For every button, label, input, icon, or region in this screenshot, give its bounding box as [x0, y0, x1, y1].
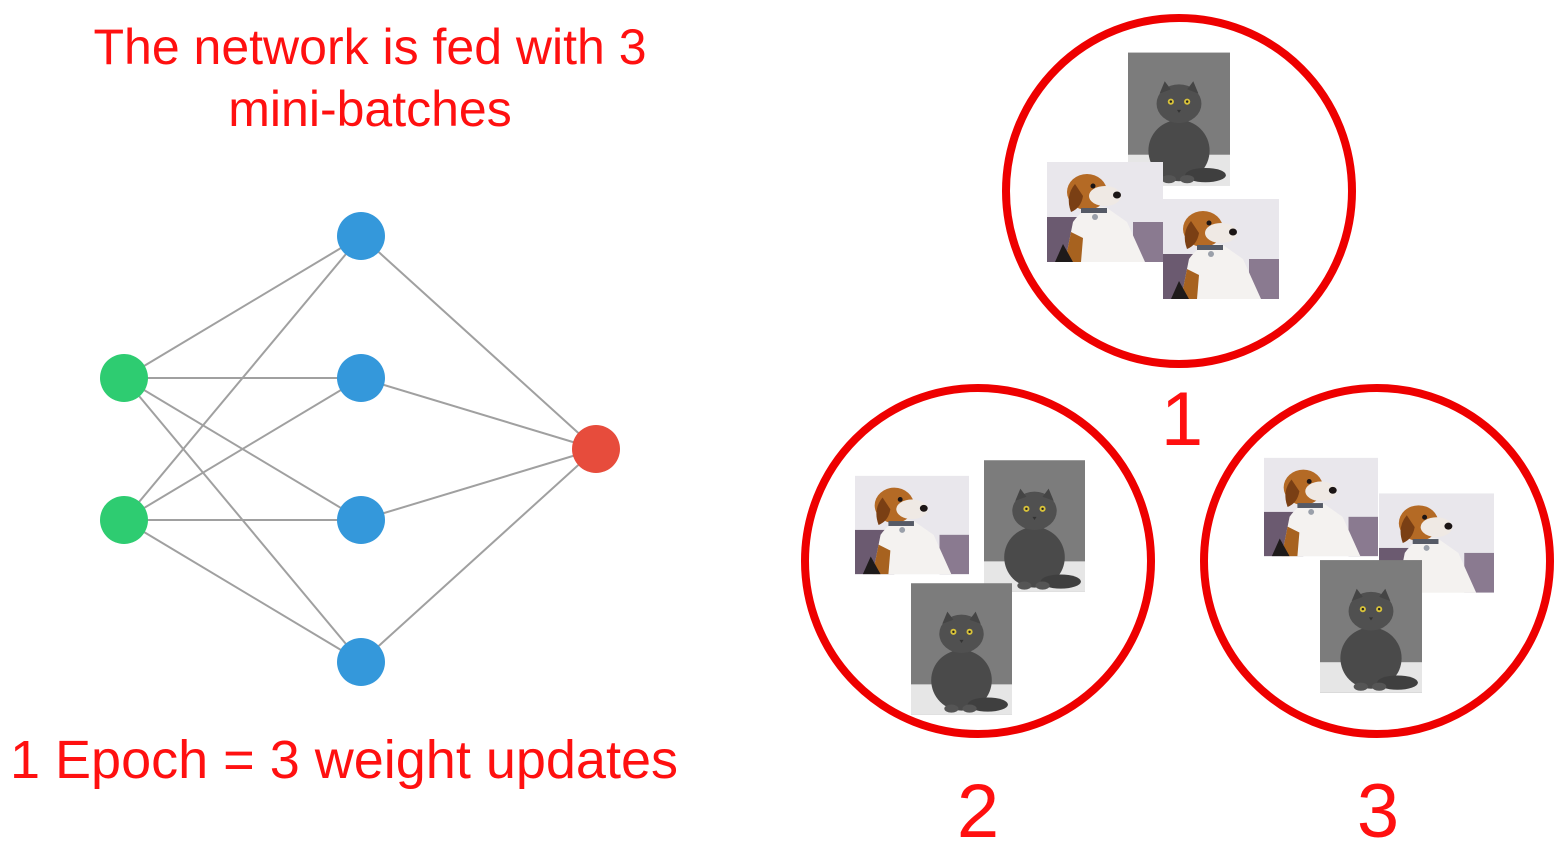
hidden-node [337, 496, 385, 544]
mini-batch-2 [801, 384, 1155, 738]
edge [123, 235, 362, 521]
hidden-node [337, 212, 385, 260]
title-line-1: The network is fed with 3 [93, 19, 647, 75]
edges-hidden-output [360, 235, 597, 663]
cat-image [1320, 560, 1422, 693]
cat-image [911, 583, 1012, 715]
output-node [572, 425, 620, 473]
batch-label-1: 1 [1160, 377, 1204, 462]
batch-circle [1200, 384, 1554, 738]
edge [123, 377, 362, 521]
batch-label-2: 2 [956, 769, 1000, 854]
batch-circle [801, 384, 1155, 738]
mini-batch-3 [1200, 384, 1554, 738]
batch-label-3: 3 [1356, 769, 1400, 854]
edge [123, 519, 362, 663]
edge [123, 235, 362, 379]
edge [360, 448, 597, 663]
title-line-2: mini-batches [228, 81, 512, 137]
edge [360, 448, 597, 521]
input-node [100, 496, 148, 544]
hidden-node [337, 638, 385, 686]
dog-image [1163, 199, 1279, 299]
diagram-title: The network is fed with 3 mini-batches [20, 16, 720, 140]
edge [360, 235, 597, 450]
hidden-node [337, 354, 385, 402]
mini-batch-1 [1002, 14, 1356, 368]
dog-image [1047, 162, 1163, 262]
input-node [100, 354, 148, 402]
edges-input-hidden [123, 235, 362, 663]
batch-circle [1002, 14, 1356, 368]
dog-image [855, 475, 969, 575]
cat-image [984, 460, 1085, 592]
neural-network [100, 212, 620, 686]
dog-image [1264, 457, 1378, 557]
epoch-caption: 1 Epoch = 3 weight updates [10, 730, 678, 790]
edge [360, 377, 597, 450]
